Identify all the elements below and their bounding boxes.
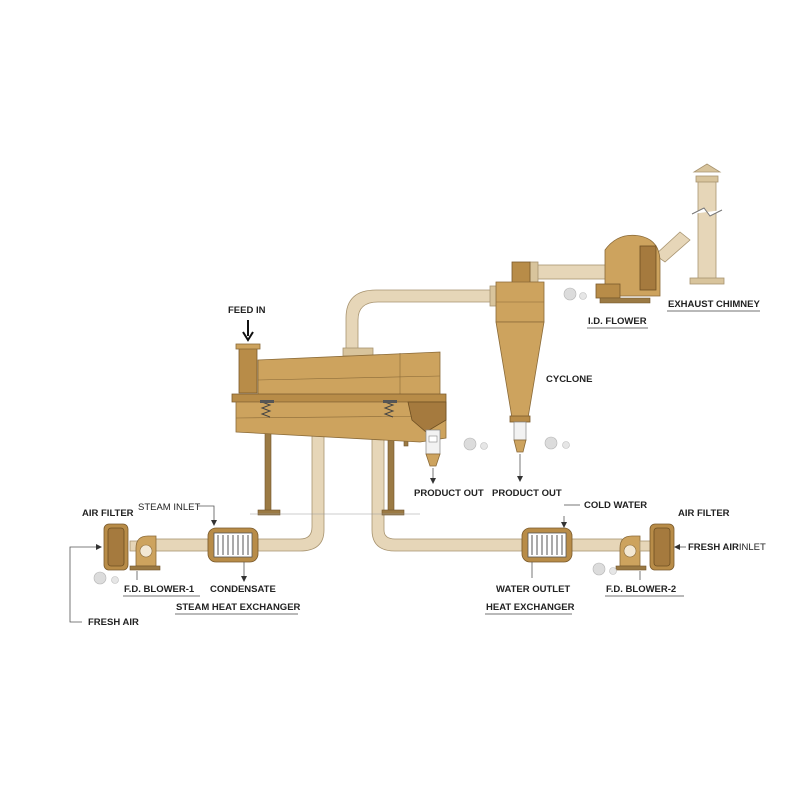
fresh-air-inlet-label: FRESH AIRINLET: [688, 542, 766, 553]
air-filter-right: [649, 523, 675, 571]
heat-exchanger-label: HEAT EXCHANGER: [486, 602, 575, 613]
feed-arrow-icon: [242, 320, 254, 342]
fluid-bed-dryer: [231, 320, 447, 516]
fd-blower-1: [93, 535, 161, 585]
steam-heat-exchanger-label: STEAM HEAT EXCHANGER: [176, 602, 301, 613]
fd-blower-2: [592, 535, 653, 576]
fresh-air-left-label: FRESH AIR: [88, 617, 139, 628]
cyclone-label: CYCLONE: [546, 374, 592, 385]
labels: FEED IN CYCLONE I.D. FLOWER EXHAUST CHIM…: [82, 299, 766, 628]
steam-inlet-label: STEAM INLET: [138, 502, 200, 513]
leader-lines: [69, 505, 686, 623]
water-heat-exchanger: [521, 527, 573, 563]
steam-heat-exchanger: [207, 527, 259, 563]
product-out-label-2: PRODUCT OUT: [492, 488, 562, 499]
exhaust-chimney-label: EXHAUST CHIMNEY: [668, 299, 761, 310]
air-filter-left: [103, 523, 129, 571]
feed-in-label: FEED IN: [228, 305, 266, 316]
air-filter-right-label: AIR FILTER: [678, 508, 730, 519]
cold-water-label: COLD WATER: [584, 500, 647, 511]
cyclone: [495, 261, 570, 482]
water-outlet-label: WATER OUTLET: [496, 584, 570, 595]
id-blower-label: I.D. FLOWER: [588, 316, 647, 327]
id-blower: [563, 234, 661, 304]
product-out-label-1: PRODUCT OUT: [414, 488, 484, 499]
fd-blower-2-label: F.D. BLOWER-2: [606, 584, 676, 595]
fd-blower-1-label: F.D. BLOWER-1: [124, 584, 195, 595]
condensate-label: CONDENSATE: [210, 584, 276, 595]
rotary-valve-1: [425, 429, 488, 484]
exhaust-chimney: [689, 163, 725, 285]
air-filter-left-label: AIR FILTER: [82, 508, 134, 519]
